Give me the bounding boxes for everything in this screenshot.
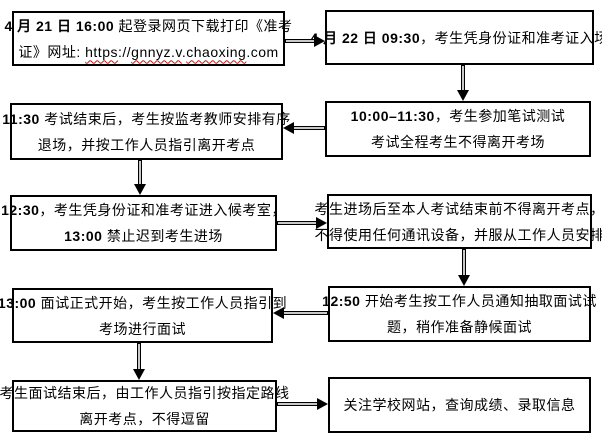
flow-box-line: 关注学校网站，查询成绩、录取信息: [344, 392, 576, 418]
flow-box-line: 10:00–11:30，考生参加笔试测试: [351, 103, 566, 129]
flow-box-exit-1130: 11:30 考试结束后，考生按监考教师安排有序 退场，并按工作人员指引离开考点: [2, 103, 290, 160]
arrow-exit-to-waiting: [134, 160, 146, 195]
arrow-head-down-icon: [134, 184, 146, 195]
flow-box-line: 13:00 面试正式开始，考生按工作人员指引到: [0, 290, 287, 316]
flow-box-interview-start: 13:00 面试正式开始，考生按工作人员指引到 考场进行面试: [0, 288, 287, 343]
arrow-head-down-icon: [457, 90, 469, 101]
text-segment: 禁止迟到考生进场: [102, 228, 223, 244]
text-segment: 考试结束后，考生按监考教师安排有序: [39, 110, 291, 127]
flow-box-line: 4 月 21 日 16:00 起登录网页下载打印《准考: [4, 13, 292, 39]
time-label: 12:30: [1, 202, 40, 218]
flow-box-check-results: 关注学校网站，查询成绩、录取信息: [328, 377, 591, 433]
arrow-entry-to-written: [457, 65, 469, 101]
url-text: https: [85, 43, 118, 60]
flow-box-line: 4 月 22 日 09:30，考生凭身份证和准考证入场: [310, 25, 602, 51]
arrow-head-right-icon: [314, 35, 325, 47]
arrow-shaft: [285, 39, 316, 43]
flow-box-line: 考场进行面试: [99, 316, 186, 342]
flow-box-line: 退场，并按工作人员指引离开考点: [38, 132, 256, 158]
url-text: .com: [246, 43, 279, 60]
flow-box-line: 13:00 禁止迟到考生进场: [64, 223, 223, 249]
time-label: 12:50: [322, 293, 361, 309]
arrow-head-right-icon: [317, 398, 328, 410]
flow-box-leave-site: 考生面试结束后，由工作人员指引按指定路线 离开考点，不得逗留: [0, 380, 289, 432]
arrow-shaft: [461, 65, 465, 92]
url-text: gnnyz.v: [131, 43, 182, 60]
arrow-download-to-entry: [285, 35, 325, 47]
flow-box-line: 11:30 考试结束后，考生按监考教师安排有序: [2, 106, 290, 132]
text-segment: 开始考生按工作人员通知抽取面试试: [360, 293, 597, 309]
arrow-shaft: [292, 126, 325, 130]
arrow-draw-to-interview: [273, 307, 328, 319]
time-label: 10:00–11:30: [350, 108, 435, 124]
url-text: ://: [117, 43, 132, 60]
arrow-head-left-icon: [273, 307, 284, 319]
text-segment: ，考生凭身份证和准考证入场: [420, 29, 602, 46]
text-segment: 起登录网页下载打印《准考: [114, 17, 293, 34]
arrow-shaft: [137, 343, 141, 371]
time-label: 13:00: [64, 228, 103, 244]
flow-box-written-test: 10:00–11:30，考生参加笔试测试 考试全程考生不得离开考场: [325, 101, 591, 157]
flow-box-line: 考生进场后至本人考试结束前不得离开考点，: [315, 196, 602, 222]
arrow-head-right-icon: [316, 217, 327, 229]
arrow-head-left-icon: [283, 122, 294, 134]
arrow-shaft: [277, 402, 319, 406]
arrow-shaft: [282, 311, 328, 315]
flow-box-draw-questions: 12:50 开始考生按工作人员通知抽取面试试 题，稍作准备静候面试: [322, 286, 596, 342]
flow-box-entry-rules: 考生进场后至本人考试结束前不得离开考点， 不得使用任何通讯设备，并服从工作人员安…: [315, 194, 602, 249]
flow-box-line: 12:50 开始考生按工作人员通知抽取面试试: [322, 288, 597, 314]
text-segment: 关注学校网站，查询成绩、录取信息: [343, 397, 576, 413]
arrow-rules-to-draw: [458, 249, 470, 286]
flow-box-line: 离开考点，不得逗留: [79, 406, 210, 432]
flow-box-line: 证》网址: https://gnnyz.v.chaoxing.com: [18, 39, 278, 65]
flow-box-line: 12:30，考生凭身份证和准考证进入候考室，: [1, 197, 286, 223]
text-segment: 离开考点，不得逗留: [79, 411, 210, 427]
text-segment: 题，稍作准备静候面试: [387, 319, 532, 335]
arrow-written-to-exit: [283, 122, 325, 134]
text-segment: ，考生凭身份证和准考证进入候考室，: [39, 202, 286, 218]
time-label: 13:00: [0, 294, 37, 311]
text-segment: 考场进行面试: [99, 320, 186, 337]
arrow-shaft: [138, 160, 142, 186]
time-label: 4 月 21 日 16:00: [4, 17, 115, 34]
flow-box-download-ticket: 4 月 21 日 16:00 起登录网页下载打印《准考 证》网址: https:…: [4, 11, 292, 66]
text-segment: 考试全程考生不得离开考场: [371, 134, 545, 150]
flow-box-waiting-room: 12:30，考生凭身份证和准考证进入候考室， 13:00 禁止迟到考生进场: [1, 195, 285, 251]
text-segment: 面试正式开始，考生按工作人员指引到: [36, 294, 288, 311]
url-text: .: [181, 43, 187, 60]
text-segment: 不得使用任何通讯设备，并服从工作人员安排: [314, 226, 602, 243]
flow-box-entry-0930: 4 月 22 日 09:30，考生凭身份证和准考证入场: [310, 10, 602, 65]
arrow-shaft: [277, 221, 318, 225]
text-segment: 退场，并按工作人员指引离开考点: [37, 136, 256, 153]
url-text: chaoxing: [186, 43, 247, 60]
flow-box-line: 考试全程考生不得离开考场: [371, 129, 545, 155]
text-segment: 证》网址:: [18, 43, 86, 60]
time-label: 11:30: [2, 110, 40, 127]
flow-box-line: 不得使用任何通讯设备，并服从工作人员安排: [315, 222, 602, 248]
arrow-head-down-icon: [133, 369, 145, 380]
arrow-head-down-icon: [458, 275, 470, 286]
text-segment: ，考生参加笔试测试: [434, 108, 566, 124]
flow-box-line: 题，稍作准备静候面试: [387, 314, 532, 340]
arrow-shaft: [462, 249, 466, 277]
flow-box-line: 考生面试结束后，由工作人员指引按指定路线: [0, 380, 290, 406]
time-label: 4 月 22 日 09:30: [310, 29, 421, 46]
arrow-waiting-to-rules: [277, 217, 327, 229]
arrow-leave-to-results: [277, 398, 328, 410]
text-segment: 考生进场后至本人考试结束前不得离开考点，: [314, 200, 602, 217]
text-segment: 考生面试结束后，由工作人员指引按指定路线: [0, 385, 290, 401]
arrow-interview-to-leave: [133, 343, 145, 380]
